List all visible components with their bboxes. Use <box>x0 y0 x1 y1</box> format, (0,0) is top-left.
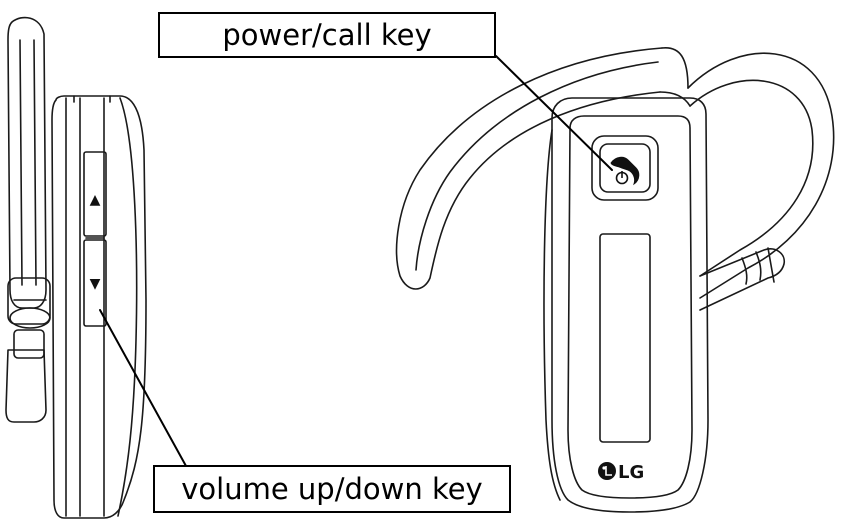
front-ear-hook-top-band <box>659 47 691 107</box>
volume-up-button[interactable] <box>83 151 107 237</box>
side-body-back-curve <box>117 97 138 517</box>
volume-key-leader-line <box>99 309 187 467</box>
lg-logo-emblem <box>598 462 616 480</box>
front-ear-hook-left-arm-inner <box>415 61 659 271</box>
front-ear-hook-outer <box>687 52 835 299</box>
power-call-key[interactable] <box>599 143 651 193</box>
front-body-side-edge <box>543 129 561 501</box>
side-hinge-ring <box>9 307 51 329</box>
side-ear-hook-inner <box>19 39 23 286</box>
side-ear-hook-inner-2 <box>33 39 37 286</box>
volume-key-label: volume up/down key <box>153 465 511 513</box>
front-body-outline <box>551 97 709 513</box>
front-ear-hook-left-arm <box>395 47 663 290</box>
volume-key-label-text: volume up/down key <box>181 472 483 506</box>
power-symbol-icon <box>615 171 629 185</box>
headset-front-view <box>395 47 835 513</box>
power-call-key-label-text: power/call key <box>222 18 432 52</box>
power-call-key-label: power/call key <box>158 12 496 58</box>
side-earpiece <box>5 349 47 423</box>
side-ear-hook <box>7 16 47 309</box>
side-hinge <box>7 277 51 325</box>
power-call-key-bezel <box>591 135 659 201</box>
front-ear-hook-inner <box>689 79 814 277</box>
headset-side-view <box>5 16 147 519</box>
lg-logo-text: LG <box>618 462 644 483</box>
volume-down-arrow-icon: ▼ <box>90 276 101 292</box>
volume-down-button[interactable] <box>83 239 107 327</box>
lg-logo: LG <box>598 462 644 483</box>
front-display-window <box>599 233 651 443</box>
side-earpiece-stem <box>13 329 45 359</box>
phone-handset-icon <box>610 156 640 186</box>
power-key-leader-line <box>495 55 613 171</box>
volume-up-arrow-icon: ▲ <box>90 192 101 208</box>
side-body-outline <box>51 95 147 519</box>
front-body-inner-panel <box>567 115 693 499</box>
